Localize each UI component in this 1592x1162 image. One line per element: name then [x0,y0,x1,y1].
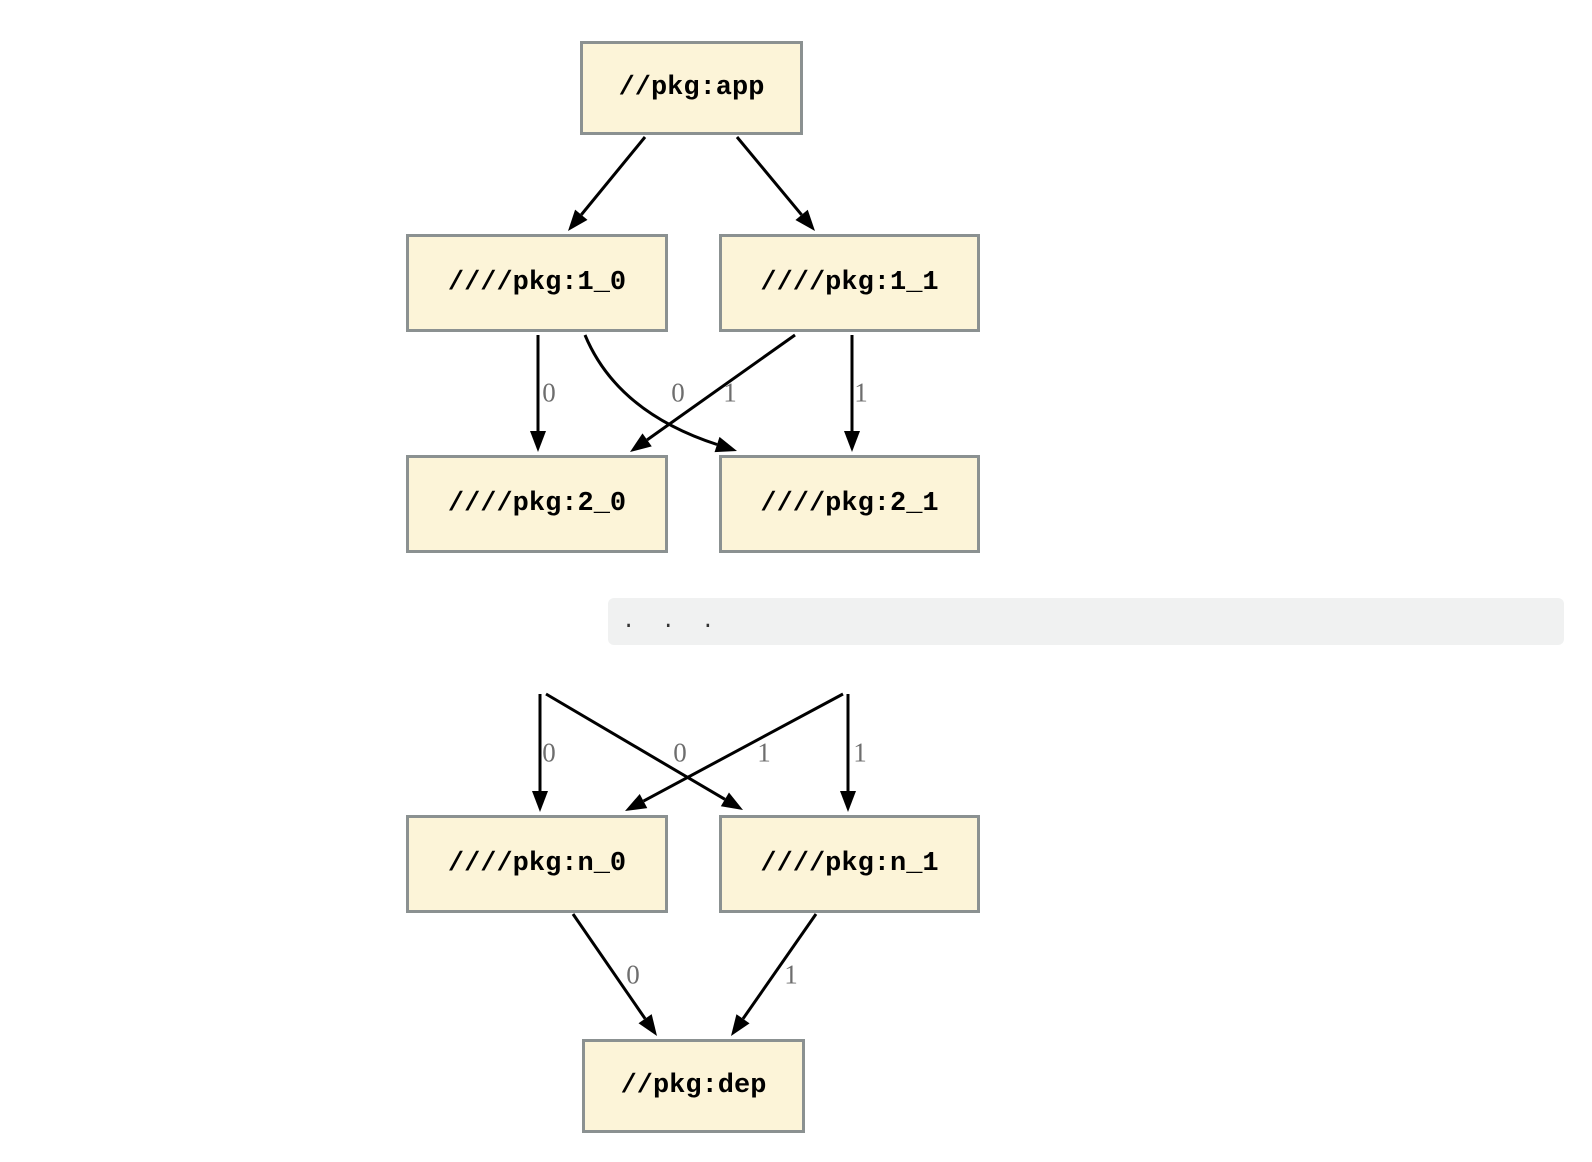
ellipsis-code-block: . . . [608,598,1564,645]
graph-edge-ellipsis-to-n_0: 0 [625,692,844,811]
arrowhead-icon [840,791,856,812]
arrowhead-icon [844,431,860,452]
graph-node-n_0: ////pkg:n_0 [406,815,668,913]
edge-label: 1 [854,377,868,407]
edge-label: 1 [784,959,798,989]
graph-edge-1_0-to-2_0: 0 [530,335,556,452]
graph-edge-ellipsis-to-n_0: 0 [532,694,556,812]
arrowhead-icon [731,1014,750,1036]
arrowhead-icon [795,209,815,231]
graph-node-app: //pkg:app [580,41,803,135]
ellipsis-text: . . . [622,609,715,634]
graph-node-2_0: ////pkg:2_0 [406,455,668,553]
arrowhead-icon [532,791,548,812]
edge-label: 0 [542,377,556,407]
graph-edge-app-to-1_1 [735,136,815,231]
arrowhead-icon [625,794,648,811]
arrowhead-icon [714,436,737,453]
arrowhead-icon [630,433,652,452]
graph-node-1_0: ////pkg:1_0 [406,234,668,332]
edge-label: 1 [853,737,867,767]
graph-edge-n_0-to-dep: 0 [571,913,657,1036]
edge-label: 0 [542,737,556,767]
edge-label: 0 [671,377,685,407]
graph-edge-ellipsis-to-n_1: 1 [840,694,867,812]
graph-edge-ellipsis-to-n_1: 1 [545,692,771,810]
graph-node-2_1: ////pkg:2_1 [719,455,980,553]
arrowhead-icon [638,1014,657,1036]
graph-edge-1_1-to-2_0: 0 [630,333,796,452]
graph-node-n_1: ////pkg:n_1 [719,815,980,913]
graph-edge-app-to-1_0 [568,136,647,231]
arrowhead-icon [568,209,588,231]
edge-label: 0 [673,737,687,767]
arrowhead-icon [530,431,546,452]
edge-label: 1 [757,737,771,767]
graph-edge-1_1-to-2_1: 1 [844,335,868,452]
arrowhead-icon [720,792,743,810]
graph-node-1_1: ////pkg:1_1 [719,234,980,332]
edge-label: 0 [626,959,640,989]
graph-edge-n_1-to-dep: 1 [731,913,818,1036]
graph-node-dep: //pkg:dep [582,1039,805,1133]
